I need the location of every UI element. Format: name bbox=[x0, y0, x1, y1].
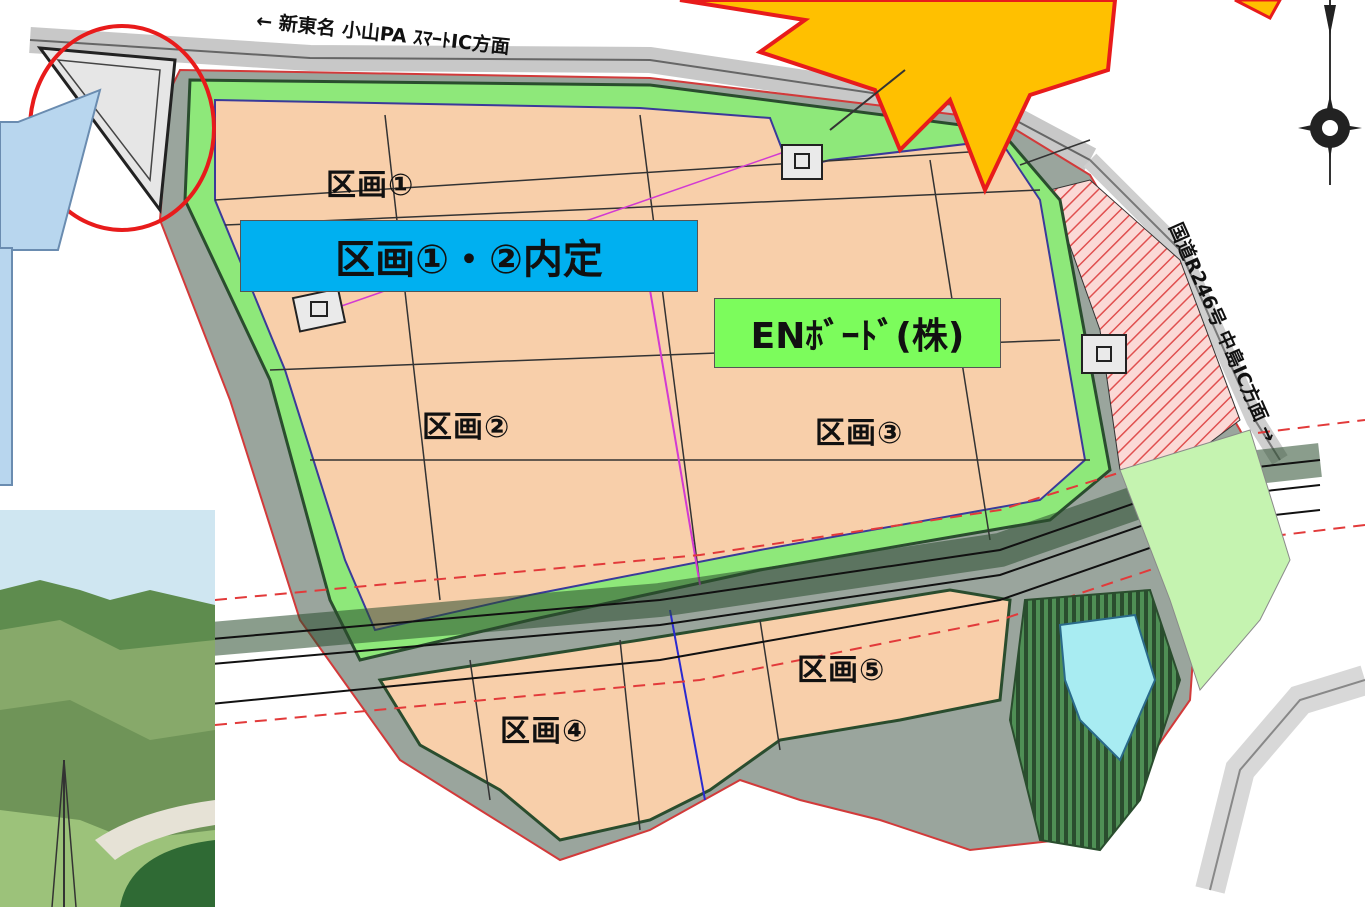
ramp-triangle bbox=[36, 46, 177, 215]
blue-divider-line bbox=[669, 609, 706, 801]
plot-label-2: 区画② bbox=[422, 410, 511, 445]
explosion-starburst-icon bbox=[679, 0, 1118, 196]
speech-bubble-icon bbox=[0, 88, 102, 251]
plot-label-3: 区画③ bbox=[815, 416, 904, 451]
structure-square-1 bbox=[291, 287, 347, 333]
speech-bubble-body bbox=[0, 247, 13, 486]
structure-square-2 bbox=[781, 144, 823, 180]
callout-en-board: ENﾎﾞｰﾄﾞ(株) bbox=[714, 298, 1001, 368]
leader-line-2 bbox=[1019, 139, 1091, 166]
road-north bbox=[29, 27, 1097, 172]
road-bottom-right bbox=[1195, 665, 1365, 894]
road-east bbox=[1083, 153, 1288, 465]
lot-lower bbox=[377, 588, 1012, 842]
starburst-tip-right bbox=[1234, 0, 1282, 20]
callout-naitei: 区画①・②内定 bbox=[240, 220, 698, 292]
compass-rose-icon bbox=[1298, 0, 1362, 185]
detention-pond bbox=[1058, 613, 1157, 762]
plot-label-5: 区画⑤ bbox=[797, 653, 886, 688]
landscape-painting bbox=[0, 510, 215, 907]
leader-line bbox=[829, 69, 906, 131]
plot-label-1: 区画① bbox=[326, 168, 415, 203]
magenta-boundary-line bbox=[649, 289, 701, 586]
plot-label-4: 区画④ bbox=[500, 714, 589, 749]
green-strip-east bbox=[1119, 429, 1291, 691]
structure-square-3 bbox=[1081, 334, 1127, 374]
blank-panel bbox=[528, 870, 970, 907]
